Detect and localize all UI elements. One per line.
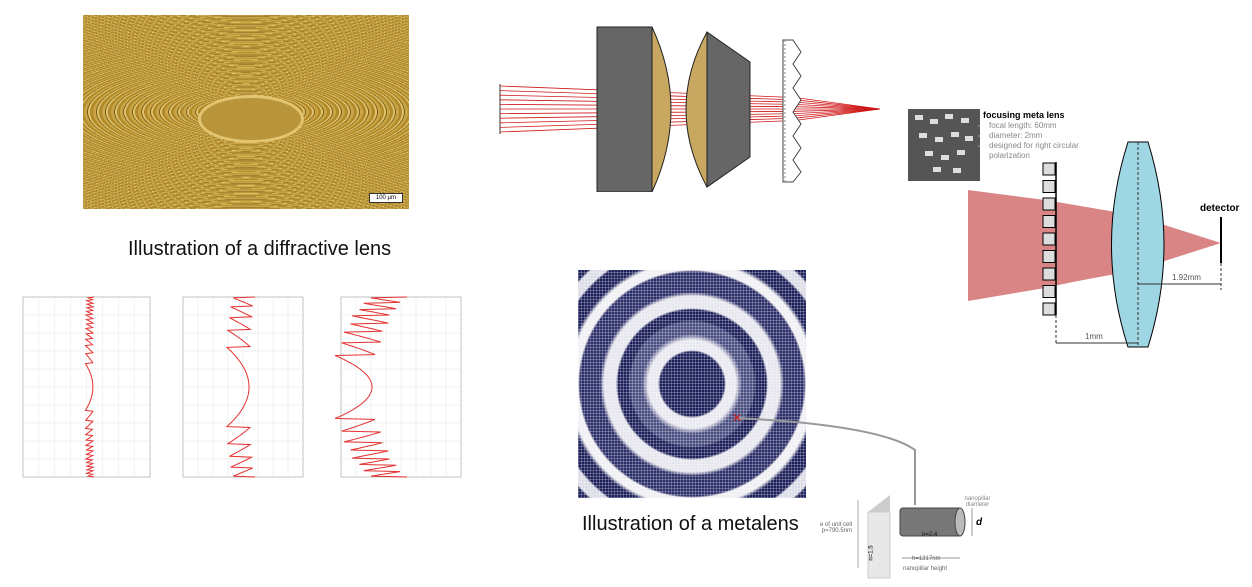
meta-atom	[1042, 162, 1056, 176]
metalens-schematic	[908, 109, 1222, 348]
phase-plot-1	[22, 296, 151, 478]
lens-element-2-curve	[685, 31, 708, 188]
substrate-index: n=1.5	[868, 545, 875, 561]
light-beam	[968, 190, 1221, 301]
meta-atom	[1042, 267, 1056, 281]
metalens-phase-map	[578, 270, 806, 498]
sem-pillars	[915, 114, 973, 173]
lens-element-2	[706, 31, 751, 188]
optical-layout-diagram	[499, 26, 881, 192]
metasurface-array	[1042, 162, 1056, 316]
height-label: nanopillar height	[903, 566, 948, 572]
phase-plot-2	[182, 296, 304, 478]
meta-title: focusing meta lens	[983, 110, 1065, 120]
meta-atom	[1042, 285, 1056, 298]
meta-atom	[1042, 180, 1056, 193]
meta-atom	[1042, 250, 1056, 263]
bullet-focal-length: focal length: 60mm	[989, 121, 1099, 131]
pillar-index: n=2.4	[922, 532, 938, 538]
bullet-polarization: designed for right circular polarization	[989, 141, 1099, 161]
meta-atom	[1042, 302, 1056, 316]
spacing-label: 1mm	[1085, 332, 1103, 341]
meta-atom	[1042, 215, 1056, 228]
diffractive-caption: Illustration of a diffractive lens	[128, 238, 392, 260]
diffractive-surface	[782, 39, 802, 183]
bullet-diameter: diameter: 2mm	[989, 131, 1099, 141]
phase-curve	[334, 296, 408, 478]
pillar-marker: ✕	[732, 411, 742, 425]
focal-distance-label: 1.92mm	[1172, 273, 1201, 282]
lens-element-1-curve	[651, 26, 672, 192]
meta-atom	[1042, 232, 1056, 246]
meta-bullets: focal length: 60mm diameter: 2mm designe…	[975, 121, 1099, 161]
height-value: h=1317nm	[912, 556, 941, 562]
diameter-symbol: d	[976, 517, 983, 528]
lens-center-zone	[198, 95, 304, 143]
diameter-label: nanopillar diameter	[964, 496, 991, 508]
phase-plot-3	[334, 296, 462, 478]
phase-profile-plots	[22, 296, 462, 478]
meta-atom	[1042, 197, 1056, 211]
detector-label: detector	[1200, 203, 1240, 214]
diffractive-lens-image: 100 µm	[83, 15, 409, 209]
phase-curve	[225, 296, 256, 478]
scale-bar: 100 µm	[368, 193, 403, 203]
nanopillar-unit-cell	[857, 495, 973, 579]
phase-curve	[84, 296, 95, 478]
lens-element-1	[596, 26, 653, 192]
metalens-caption: Illustration of a metalens	[582, 513, 799, 535]
pillar-connector: ✕	[732, 411, 916, 505]
